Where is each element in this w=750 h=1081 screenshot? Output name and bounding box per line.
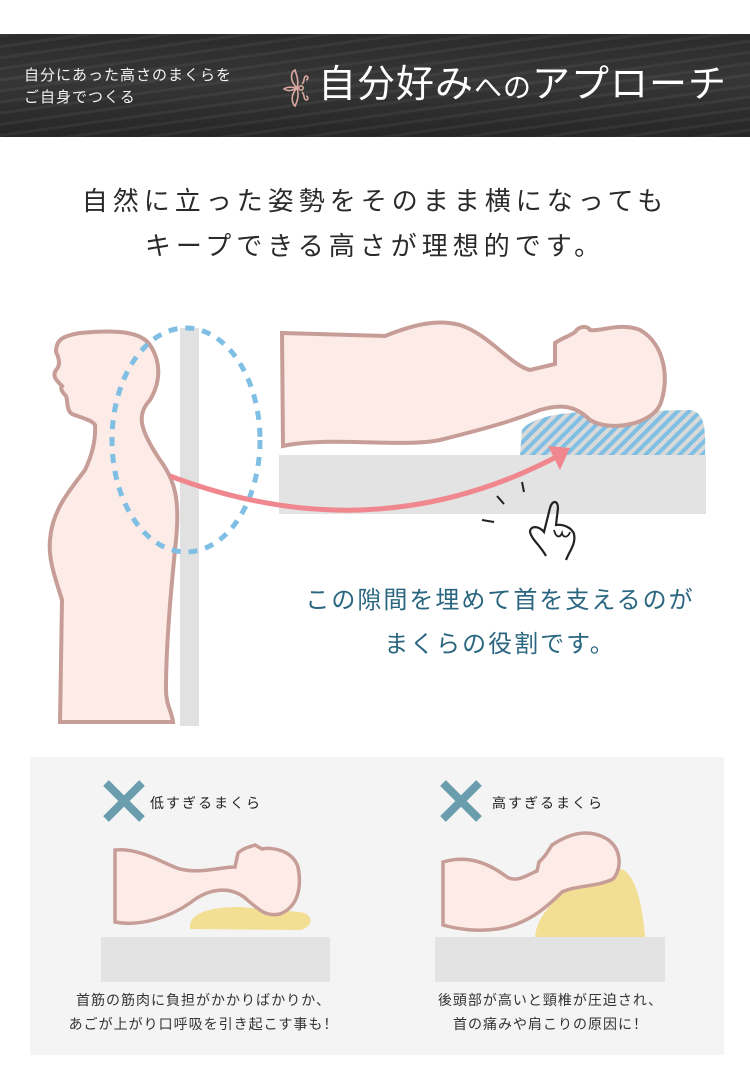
banner-title-end: アプローチ [532,62,728,106]
high-pillow-card: 高すぎるまくら 後頭部が高いと頸椎が圧迫され、 首の痛みや肩こりの原因に！ [377,757,724,1055]
low-pillow-description: 首筋の筋肉に負担がかかりばかりか、 あごが上がり口呼吸を引き起こす事も！ [30,989,377,1037]
high-pillow-illustration [435,831,665,982]
ideal-pillow [520,410,706,455]
pointing-hand-icon [528,500,576,561]
lying-body-high [441,831,621,932]
curved-arrow [169,452,562,513]
standing-body [47,329,180,724]
low-pillow-desc-line1: 首筋の筋肉に負担がかかりばかりか、 [76,993,331,1009]
flower-ornament-icon [283,68,309,108]
mattress [435,937,665,982]
caption-line2: まくらの役割です。 [384,630,616,658]
high-pillow-desc-line1: 後頭部が高いと頸椎が圧迫され、 [437,993,664,1009]
low-pillow [189,907,311,930]
low-pillow-illustration [101,843,330,982]
comparison-panel: 低すぎるまくら 首筋の筋肉に負担がかかりばかりか、 あごが上がり口呼吸を引き起こ… [30,757,724,1055]
posture-illustration [47,320,706,726]
lying-body [279,320,667,449]
x-mark-icon [103,780,145,822]
high-pillow-label: 高すぎるまくら [492,796,604,812]
lying-body-low [113,843,302,926]
banner-subtitle: 自分にあった高さのまくらを ご自身でつくる [24,64,232,108]
banner-title-main: 自分好み [318,62,475,106]
header-banner: 自分にあった高さのまくらを ご自身でつくる 自分好みへのアプローチ [0,34,750,137]
dashed-highlight-circle [109,325,263,555]
banner-subtitle-line1: 自分にあった高さのまくらを [24,66,233,84]
high-pillow [535,868,645,937]
low-pillow-label: 低すぎるまくら [150,796,262,812]
mattress [101,937,330,982]
arrow-head-icon [548,446,570,470]
caption: この隙間を埋めて首を支えるのが まくらの役割です。 [280,578,720,666]
banner-title-small: への [474,71,533,104]
headline: 自然に立った姿勢をそのまま横になっても キープできる高さが理想的です。 [0,180,750,270]
wall [180,328,199,726]
high-pillow-description: 後頭部が高いと頸椎が圧迫され、 首の痛みや肩こりの原因に！ [377,989,724,1037]
caption-line1: この隙間を埋めて首を支えるのが [305,586,695,614]
high-pillow-desc-line2: 首の痛みや肩こりの原因に！ [453,1017,648,1033]
low-pillow-card: 低すぎるまくら 首筋の筋肉に負担がかかりばかりか、 あごが上がり口呼吸を引き起こ… [30,757,377,1055]
headline-line2: キープできる高さが理想的です。 [144,232,606,262]
banner-title: 自分好みへのアプローチ [318,59,727,113]
low-pillow-desc-line2: あごが上がり口呼吸を引き起こす事も！ [68,1017,339,1033]
headline-line1: 自然に立った姿勢をそのまま横になっても [81,187,669,217]
x-mark-icon [440,780,482,822]
banner-subtitle-line2: ご自身でつくる [24,88,136,106]
